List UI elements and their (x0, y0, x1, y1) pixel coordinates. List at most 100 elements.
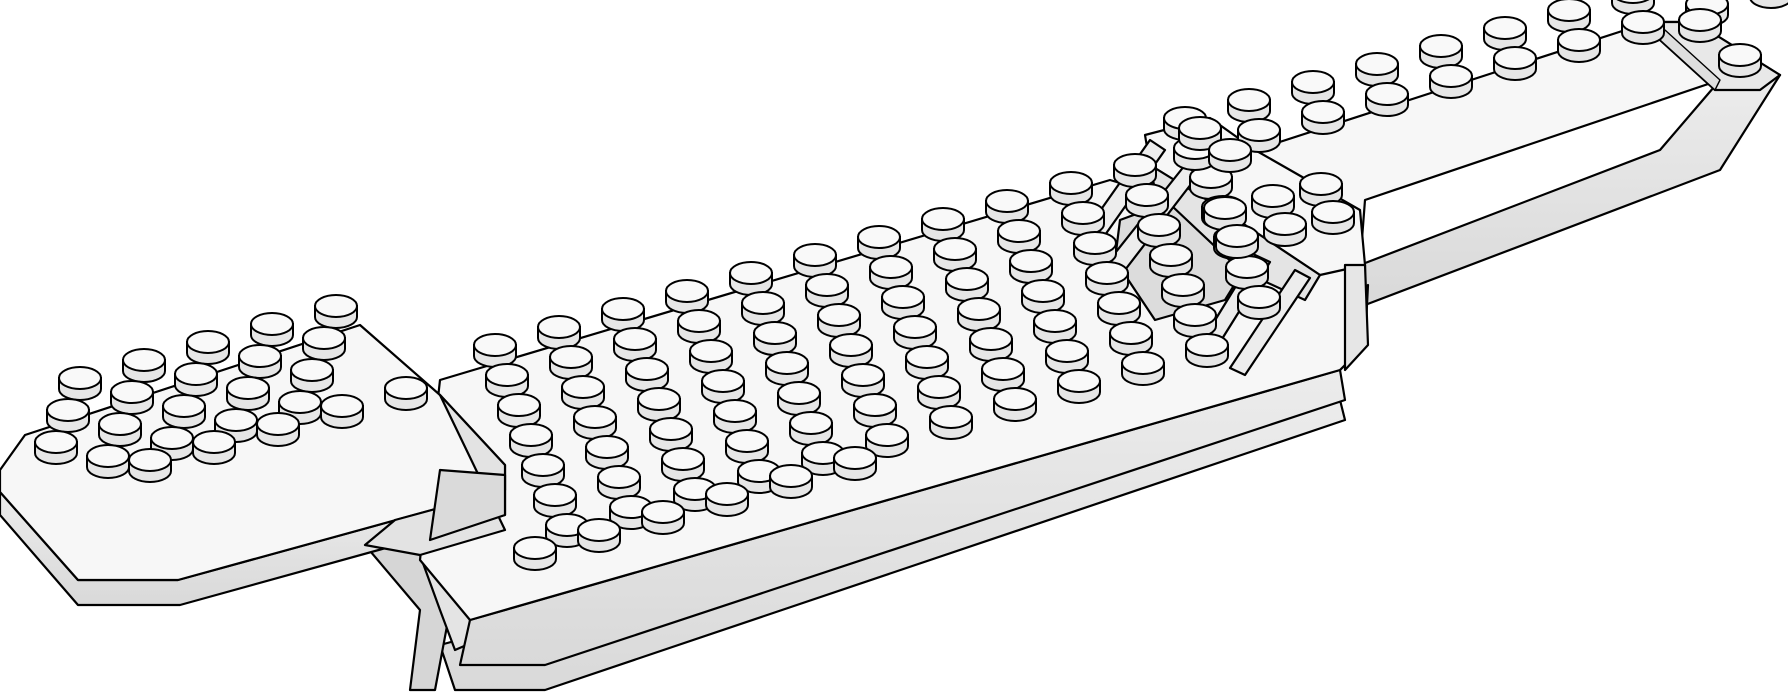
stud (705, 482, 749, 517)
stud (701, 369, 745, 404)
stud (174, 362, 218, 397)
stud (86, 444, 130, 479)
stud (1557, 28, 1601, 63)
stud (869, 255, 913, 290)
stud (1483, 16, 1527, 51)
stud (1185, 333, 1229, 368)
stud (817, 303, 861, 338)
stud (1718, 43, 1762, 78)
stud (1085, 261, 1129, 296)
stud (585, 435, 629, 470)
stud (58, 366, 102, 401)
stud (186, 330, 230, 365)
stud (1419, 34, 1463, 69)
stud (601, 297, 645, 332)
stud (865, 423, 909, 458)
stud (933, 237, 977, 272)
stud (1355, 52, 1399, 87)
stud (1049, 171, 1093, 206)
stud (226, 376, 270, 411)
stud (1009, 249, 1053, 284)
stud (805, 273, 849, 308)
stud (1429, 64, 1473, 99)
stud (789, 411, 833, 446)
stud (1547, 0, 1591, 33)
stud (1263, 212, 1307, 247)
stud (1237, 285, 1281, 320)
stud (320, 394, 364, 429)
stud (549, 345, 593, 380)
stud (1225, 255, 1269, 290)
stud (1061, 201, 1105, 236)
stud (1227, 88, 1271, 123)
stud (969, 327, 1013, 362)
stud (677, 309, 721, 344)
stud (384, 376, 428, 411)
stud (162, 394, 206, 429)
stud (473, 333, 517, 368)
stud (1137, 213, 1181, 248)
stud (521, 453, 565, 488)
stud (192, 430, 236, 465)
stud (689, 339, 733, 374)
stud (1045, 339, 1089, 374)
stud (1109, 321, 1153, 356)
stud (829, 333, 873, 368)
stud (665, 279, 709, 314)
stud (713, 399, 757, 434)
stud (1113, 153, 1157, 188)
stud (238, 344, 282, 379)
stud (993, 387, 1037, 422)
stud (1365, 82, 1409, 117)
stud (649, 417, 693, 452)
stud (314, 294, 358, 329)
stud (1301, 100, 1345, 135)
stud (509, 423, 553, 458)
stud (1097, 291, 1141, 326)
stud (485, 363, 529, 398)
stud (905, 345, 949, 380)
stud (597, 465, 641, 500)
stud (302, 326, 346, 361)
stud (641, 500, 685, 535)
stud (841, 363, 885, 398)
stud (777, 381, 821, 416)
stud (513, 536, 557, 571)
stud (741, 291, 785, 326)
stud (661, 447, 705, 482)
stud (753, 321, 797, 356)
stud (1073, 231, 1117, 266)
stud (893, 315, 937, 350)
stud (833, 446, 877, 481)
stud (1149, 243, 1193, 278)
stud (110, 380, 154, 415)
stud (853, 393, 897, 428)
stud (1251, 184, 1295, 219)
stud (98, 412, 142, 447)
stud (921, 207, 965, 242)
stud (625, 357, 669, 392)
stud (1125, 183, 1169, 218)
stud (34, 430, 78, 465)
stud (1121, 351, 1165, 386)
left-plate (0, 323, 507, 607)
stud (122, 348, 166, 383)
stud (945, 267, 989, 302)
stud (1057, 369, 1101, 404)
stud (793, 243, 837, 278)
stud (1311, 200, 1355, 235)
stud (729, 261, 773, 296)
stud (577, 518, 621, 553)
stud (573, 405, 617, 440)
stud (981, 357, 1025, 392)
stud (1493, 46, 1537, 81)
stud (957, 297, 1001, 332)
stud (1173, 303, 1217, 338)
stud-grid (34, 0, 1788, 571)
stud (537, 315, 581, 350)
stud (1621, 10, 1665, 45)
stud (917, 375, 961, 410)
stud (250, 312, 294, 347)
